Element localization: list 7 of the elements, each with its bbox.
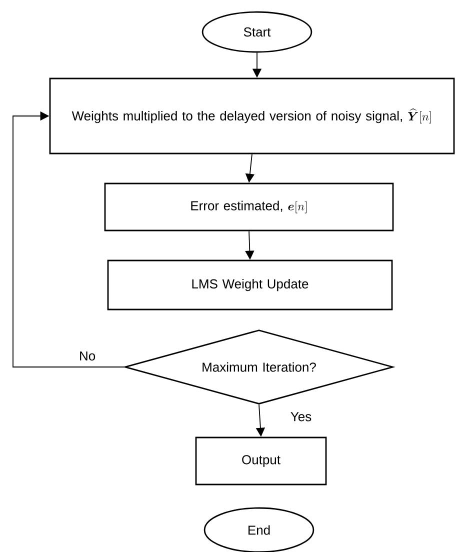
- process-box: LMS Weight Update: [107, 260, 393, 310]
- process-box: Error estimated, $\boldsymbol{e}[n]$: [104, 182, 394, 232]
- process-box: Weights multiplied to the delayed version of noisy signal, $\widehat{\boldsymbol{Y}}[n]$: [49, 78, 455, 154]
- edge-label: Yes: [289, 411, 313, 422]
- edge-label: No: [78, 350, 97, 362]
- process-box: Output: [195, 436, 327, 486]
- arrow: [12, 111, 125, 368]
